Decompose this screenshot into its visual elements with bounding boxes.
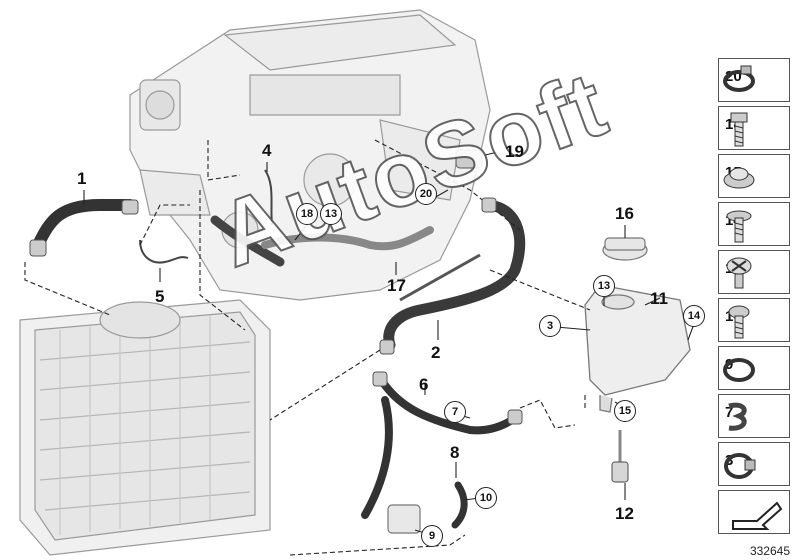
line-17 (399, 253, 481, 302)
bolt-icon (730, 112, 748, 147)
callout-13-circle-tank: 13 (593, 275, 615, 297)
document-id: 332645 (749, 544, 790, 558)
legend-item-3: 3 (718, 442, 790, 486)
flange-bolt-icon (726, 210, 752, 243)
callout-8: 8 (450, 443, 460, 462)
legend-item-9: 9 (718, 346, 790, 390)
callout-14-circle: 14 (683, 305, 705, 327)
callout-6: 6 (419, 375, 429, 394)
callout-16: 16 (615, 204, 634, 223)
callout-11: 11 (650, 289, 668, 308)
cap-16 (602, 237, 648, 261)
callout-3-circle: 3 (539, 315, 561, 337)
hose-1 (32, 199, 136, 251)
callout-10-circle: 10 (475, 487, 497, 509)
callout-2: 2 (431, 343, 441, 362)
hose-clamp-icon (723, 65, 755, 92)
callout-13-circle-engine: 13 (320, 203, 342, 225)
wire-4 (264, 169, 273, 226)
wire-5 (139, 239, 189, 264)
legend-item-20: 20 (718, 58, 790, 102)
callout-4: 4 (262, 141, 272, 160)
legend-item-15: 15 (718, 154, 790, 198)
callout-19: 19 (505, 142, 524, 161)
clamp-icon (724, 453, 756, 479)
bracket-9 (387, 504, 421, 534)
expansion-tank (584, 284, 691, 413)
callout-17: 17 (387, 276, 406, 295)
legend-item-13: 13 (718, 250, 790, 294)
hose-main-upper (210, 215, 285, 267)
callout-18-circle: 18 (296, 203, 318, 225)
legend-item-14: 14 (718, 202, 790, 246)
hose-8 (451, 481, 468, 529)
spring-clip-icon (728, 402, 747, 431)
callout-9-circle: 9 (421, 525, 443, 547)
bleed-screw-icon (726, 257, 752, 289)
hose-2 (383, 199, 526, 351)
legend-item-10: 10 (718, 298, 790, 342)
pipe-18 (261, 226, 434, 251)
legend-number: 7 (725, 404, 734, 421)
collar-screw-icon (728, 305, 750, 339)
radiator (19, 299, 271, 556)
callout-7-circle: 7 (444, 401, 466, 423)
legend-item-7: 7 (718, 394, 790, 438)
grommet-icon (723, 167, 755, 189)
callout-1: 1 (77, 169, 87, 188)
connector-clips (29, 149, 523, 425)
sensor-12 (611, 430, 629, 483)
callout-20-circle: 20 (415, 183, 437, 205)
o-ring-icon (723, 358, 755, 382)
legend-item-18: 18 (718, 106, 790, 150)
hose-6 (376, 374, 519, 435)
leader-lines (24, 139, 591, 556)
callout-5: 5 (155, 287, 165, 306)
legend-item-arrow (718, 490, 790, 534)
callout-15-circle: 15 (614, 400, 636, 422)
hose-5-lower (361, 396, 393, 519)
direction-arrow-icon (732, 501, 783, 530)
callout-12: 12 (615, 504, 634, 523)
